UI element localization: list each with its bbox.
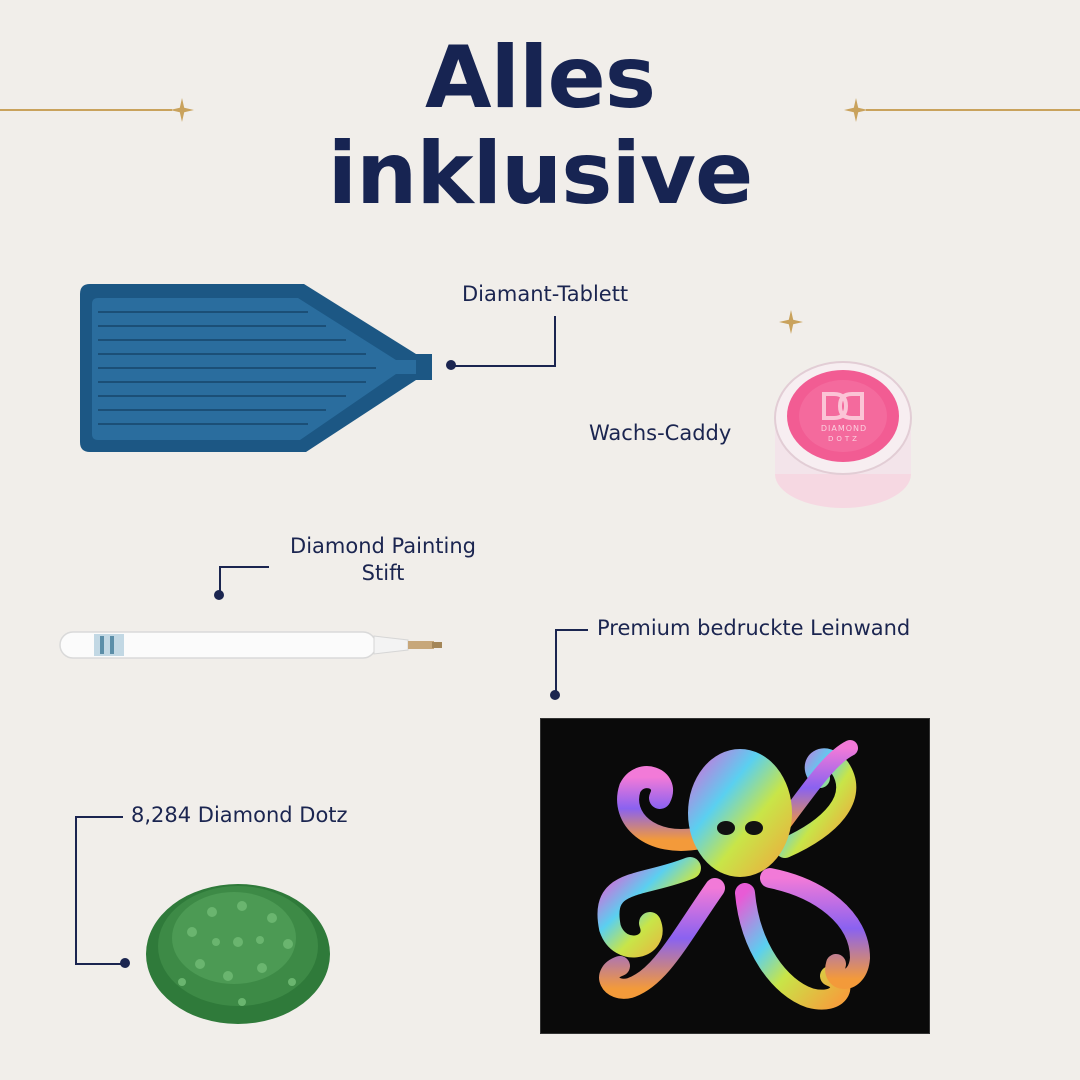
- title-line-1: Alles: [424, 28, 656, 128]
- gold-divider-left: [0, 109, 172, 111]
- dotz-label: 8,284 Diamond Dotz: [131, 803, 348, 827]
- dotz-leader-vertical: [75, 816, 77, 964]
- pen-label-line-1: Diamond Painting: [290, 534, 476, 558]
- drill-pen-image: [56, 624, 448, 666]
- pen-leader-horizontal: [219, 566, 269, 568]
- canvas-leader-horizontal: [555, 629, 588, 631]
- tray-pointer-dot: [446, 360, 456, 370]
- wax-brand-bottom: DOTZ: [828, 435, 860, 443]
- pen-label-line-2: Stift: [361, 561, 405, 585]
- dotz-pointer-dot: [120, 958, 130, 968]
- diamond-tray-image: [76, 280, 438, 460]
- dotz-leader-horizontal-bottom: [75, 963, 125, 965]
- diamond-dotz-pile-image: [142, 872, 334, 1028]
- tray-leader-horizontal: [452, 365, 556, 367]
- canvas-pointer-dot: [550, 690, 560, 700]
- canvas-leader-vertical: [555, 629, 557, 691]
- wax-brand-top: DIAMOND: [820, 424, 868, 433]
- wax-caddy-image: [768, 356, 918, 516]
- title-line-2: inklusive: [327, 124, 754, 224]
- sparkle-icon: [779, 310, 803, 334]
- sparkle-icon: [844, 98, 868, 122]
- wax-label: Wachs-Caddy: [589, 421, 732, 445]
- pen-leader-vertical: [219, 566, 221, 594]
- printed-canvas-image: [540, 718, 930, 1034]
- tray-leader-vertical: [554, 316, 556, 366]
- canvas-label: Premium bedruckte Leinwand: [597, 616, 911, 640]
- sparkle-icon: [170, 98, 194, 122]
- dotz-leader-horizontal-top: [75, 816, 123, 818]
- page-title: Alles inklusive: [0, 30, 1080, 222]
- gold-divider-right: [866, 109, 1080, 111]
- pen-pointer-dot: [214, 590, 224, 600]
- tray-label: Diamant-Tablett: [462, 282, 629, 306]
